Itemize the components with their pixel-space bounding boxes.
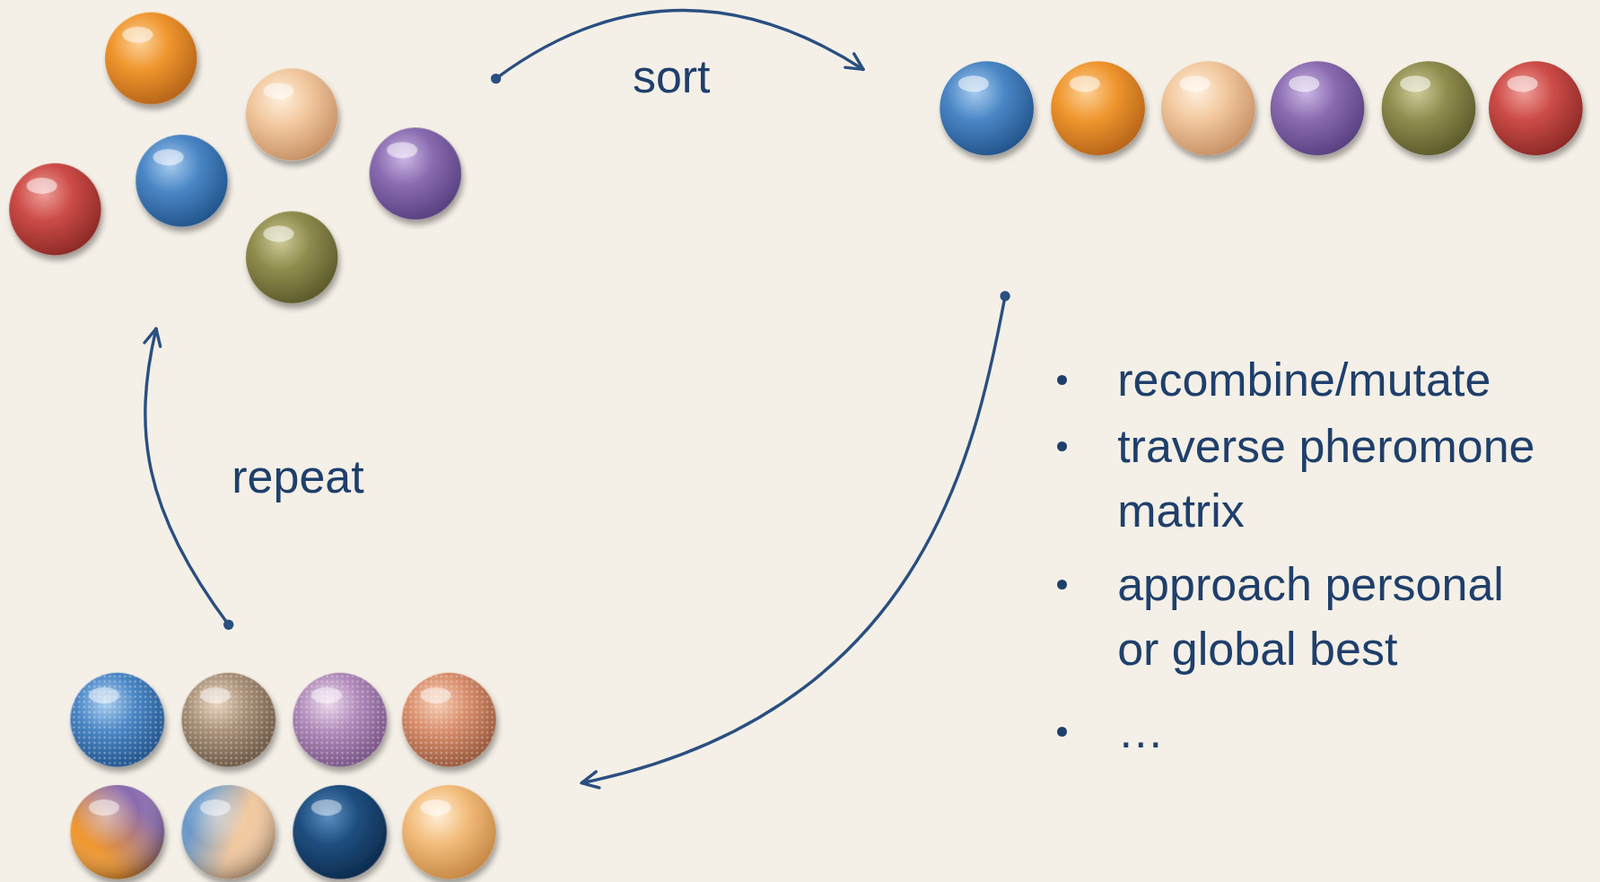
bullet-dot [1057,579,1067,590]
offspring-balls [69,673,496,880]
arrow-label: repeat [231,444,364,509]
bullet-item: approach personal or global best [1117,551,1547,682]
bullet-item: … [1117,699,1547,764]
unsorted-balls [8,12,462,304]
bullet-item: traverse pheromone matrix [1117,413,1547,543]
bullet-dot [1057,441,1067,452]
arrow-label: sort [632,43,711,109]
repeat-arrow [145,328,229,625]
arrow-start-dots [223,73,1011,630]
bullet-dot [1057,726,1067,737]
cycle-arrows [145,10,1006,784]
bullet-dot [1057,375,1067,385]
generate-arrow [581,296,1006,784]
bullet-item: recombine/mutate [1117,347,1547,412]
sorted-balls [939,61,1583,156]
